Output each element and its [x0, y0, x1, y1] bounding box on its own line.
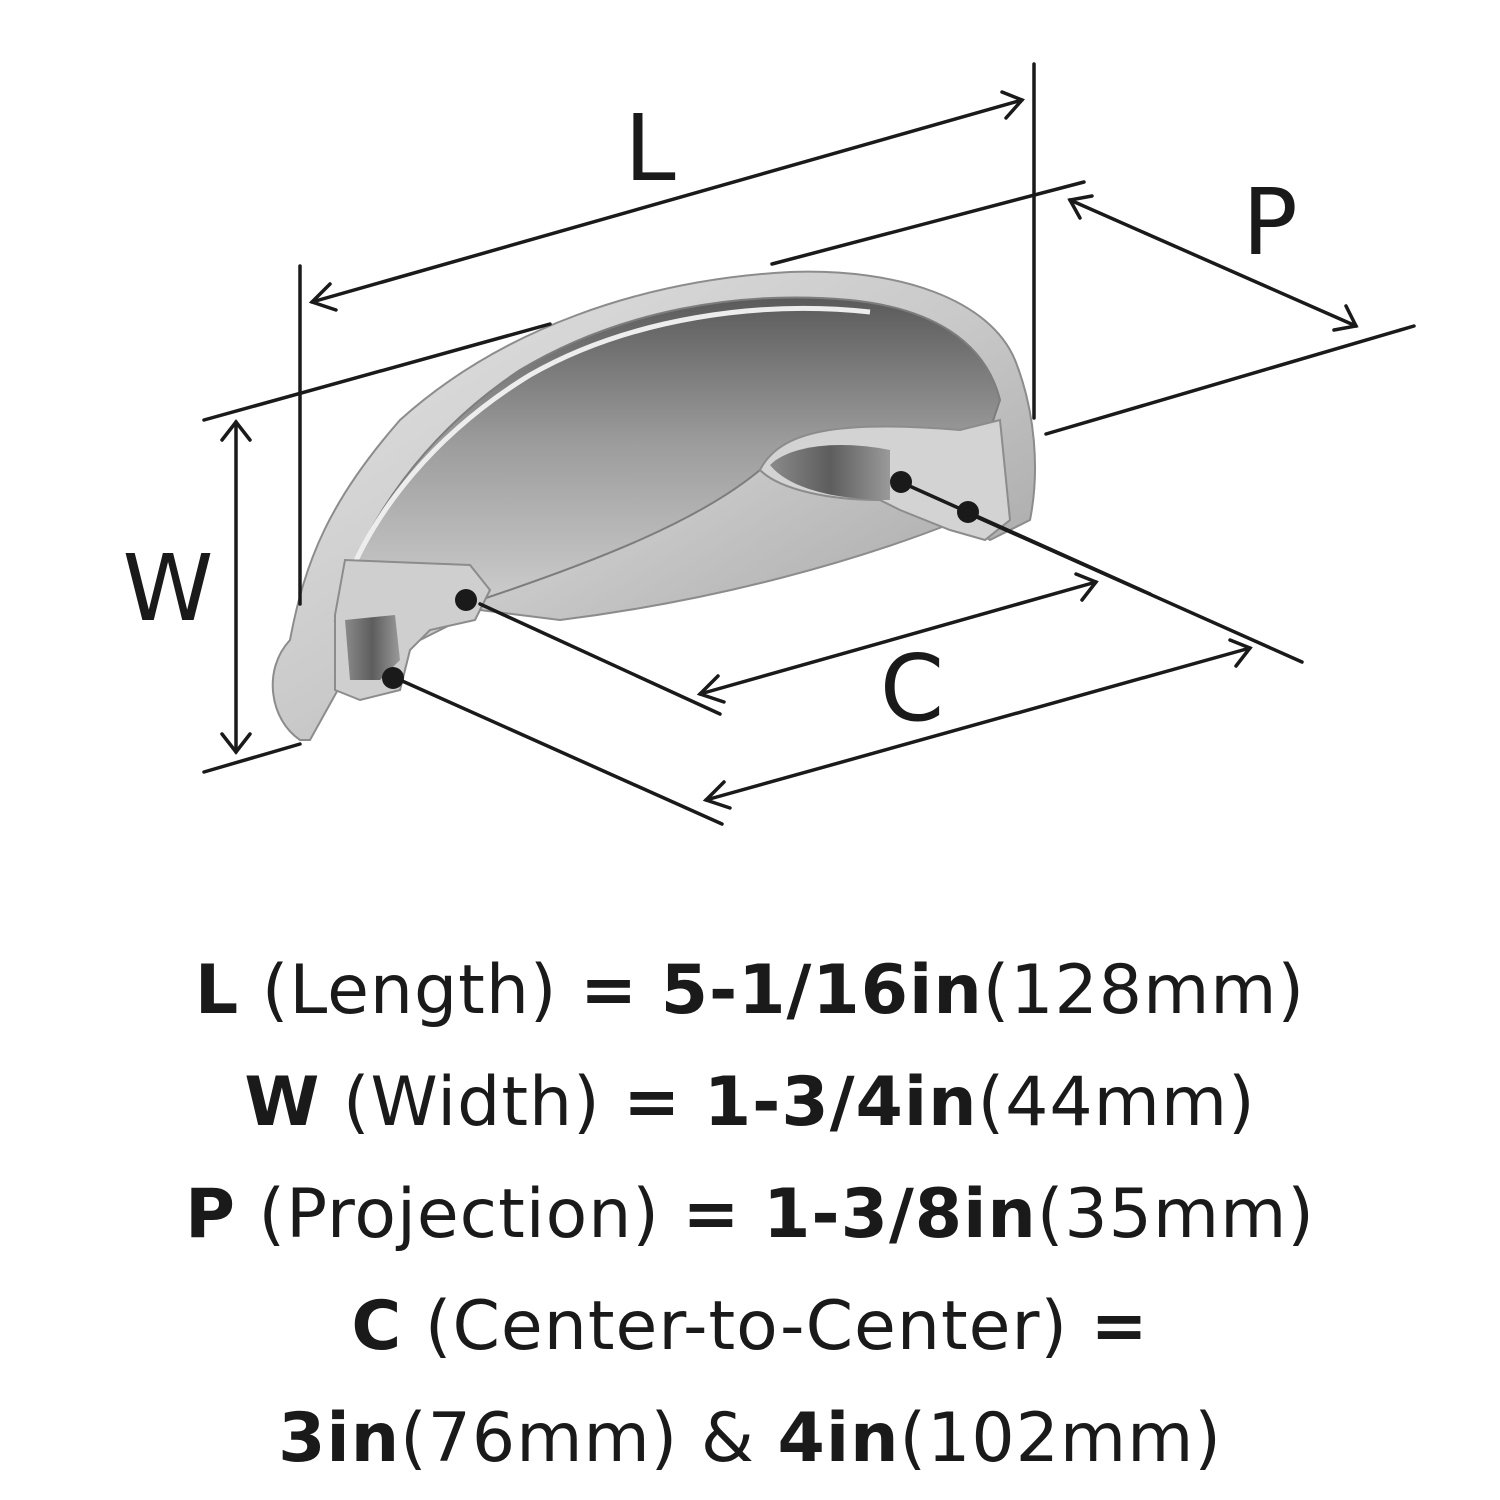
center-arrow-long-head-right: [1228, 638, 1253, 668]
width-arrowhead-bottom: [220, 732, 252, 755]
center-arrow-short-head-left: [696, 674, 726, 704]
center-spec-letter: C: [351, 1287, 403, 1366]
width-spec-imperial: 1-3/4in: [703, 1063, 978, 1142]
right-post-bore: [770, 445, 890, 500]
pull-inner-bowl: [333, 296, 1002, 622]
center-metric-2: (102mm): [899, 1399, 1222, 1478]
length-arrowhead-right: [1000, 90, 1025, 120]
width-spec-desc: (Width): [342, 1063, 601, 1142]
length-spec: L (Length) = 5-1/16in(128mm): [0, 935, 1500, 1047]
center-extension-1: [478, 602, 722, 716]
center-extension-2: [398, 678, 724, 826]
length-label: L: [624, 95, 675, 202]
projection-extension-top: [770, 180, 1086, 266]
projection-spec-metric: (35mm): [1036, 1175, 1315, 1254]
center-arrow-long-head-left: [702, 780, 732, 810]
width-extension-bottom: [202, 742, 302, 774]
projection-extension-bottom: [1044, 324, 1416, 436]
width-arrowhead-top: [220, 419, 252, 442]
projection-spec-eq: =: [682, 1175, 741, 1254]
width-spec-eq: =: [623, 1063, 682, 1142]
projection-arrowhead-bottom: [1332, 304, 1359, 332]
center-metric-1: (76mm): [400, 1399, 679, 1478]
projection-spec-desc: (Projection): [258, 1175, 660, 1254]
projection-spec: P (Projection) = 1-3/8in(35mm): [0, 1159, 1500, 1271]
center-amp: &: [700, 1399, 755, 1478]
center-imperial-1: 3in: [278, 1399, 401, 1478]
center-imperial-2: 4in: [777, 1399, 900, 1478]
center-arrow-long: [704, 646, 1252, 802]
width-extension-top: [202, 322, 552, 422]
center-values: 3in(76mm) & 4in(102mm): [0, 1383, 1500, 1495]
length-arrowhead-left: [308, 282, 338, 312]
length-spec-imperial: 5-1/16in: [660, 951, 983, 1030]
cup-pull-illustration: [271, 270, 1036, 741]
projection-label: P: [1242, 169, 1297, 276]
center-arrow-short: [698, 580, 1098, 696]
length-spec-desc: (Length): [261, 951, 558, 1030]
center-arrow-short-head-right: [1074, 572, 1099, 602]
projection-arrow-line: [1068, 198, 1358, 328]
projection-arrowhead-top: [1067, 194, 1094, 220]
width-spec-letter: W: [244, 1063, 321, 1142]
center-extension-4: [968, 512, 1304, 664]
width-label: W: [123, 535, 214, 642]
cup-pull-dimension-diagram: L W P C: [123, 62, 1416, 826]
length-arrow-line: [310, 98, 1024, 304]
center-spec: C (Center-to-Center) =: [0, 1271, 1500, 1383]
length-spec-letter: L: [194, 951, 240, 1030]
right-upper-hole: [890, 471, 912, 493]
width-spec-metric: (44mm): [977, 1063, 1256, 1142]
center-spec-eq: =: [1090, 1287, 1149, 1366]
left-lower-hole: [382, 667, 404, 689]
dimension-specs: L (Length) = 5-1/16in(128mm) W (Width) =…: [0, 935, 1500, 1495]
left-post-shadow: [345, 615, 400, 680]
projection-spec-imperial: 1-3/8in: [763, 1175, 1037, 1254]
left-upper-hole: [455, 589, 477, 611]
width-spec: W (Width) = 1-3/4in(44mm): [0, 1047, 1500, 1159]
length-spec-metric: (128mm): [982, 951, 1306, 1030]
projection-spec-letter: P: [185, 1175, 236, 1254]
center-spec-desc: (Center-to-Center): [424, 1287, 1068, 1366]
center-label: C: [880, 635, 944, 742]
length-spec-eq: =: [580, 951, 639, 1030]
dimension-lines: [202, 62, 1416, 826]
pull-rim-highlight: [337, 305, 871, 601]
